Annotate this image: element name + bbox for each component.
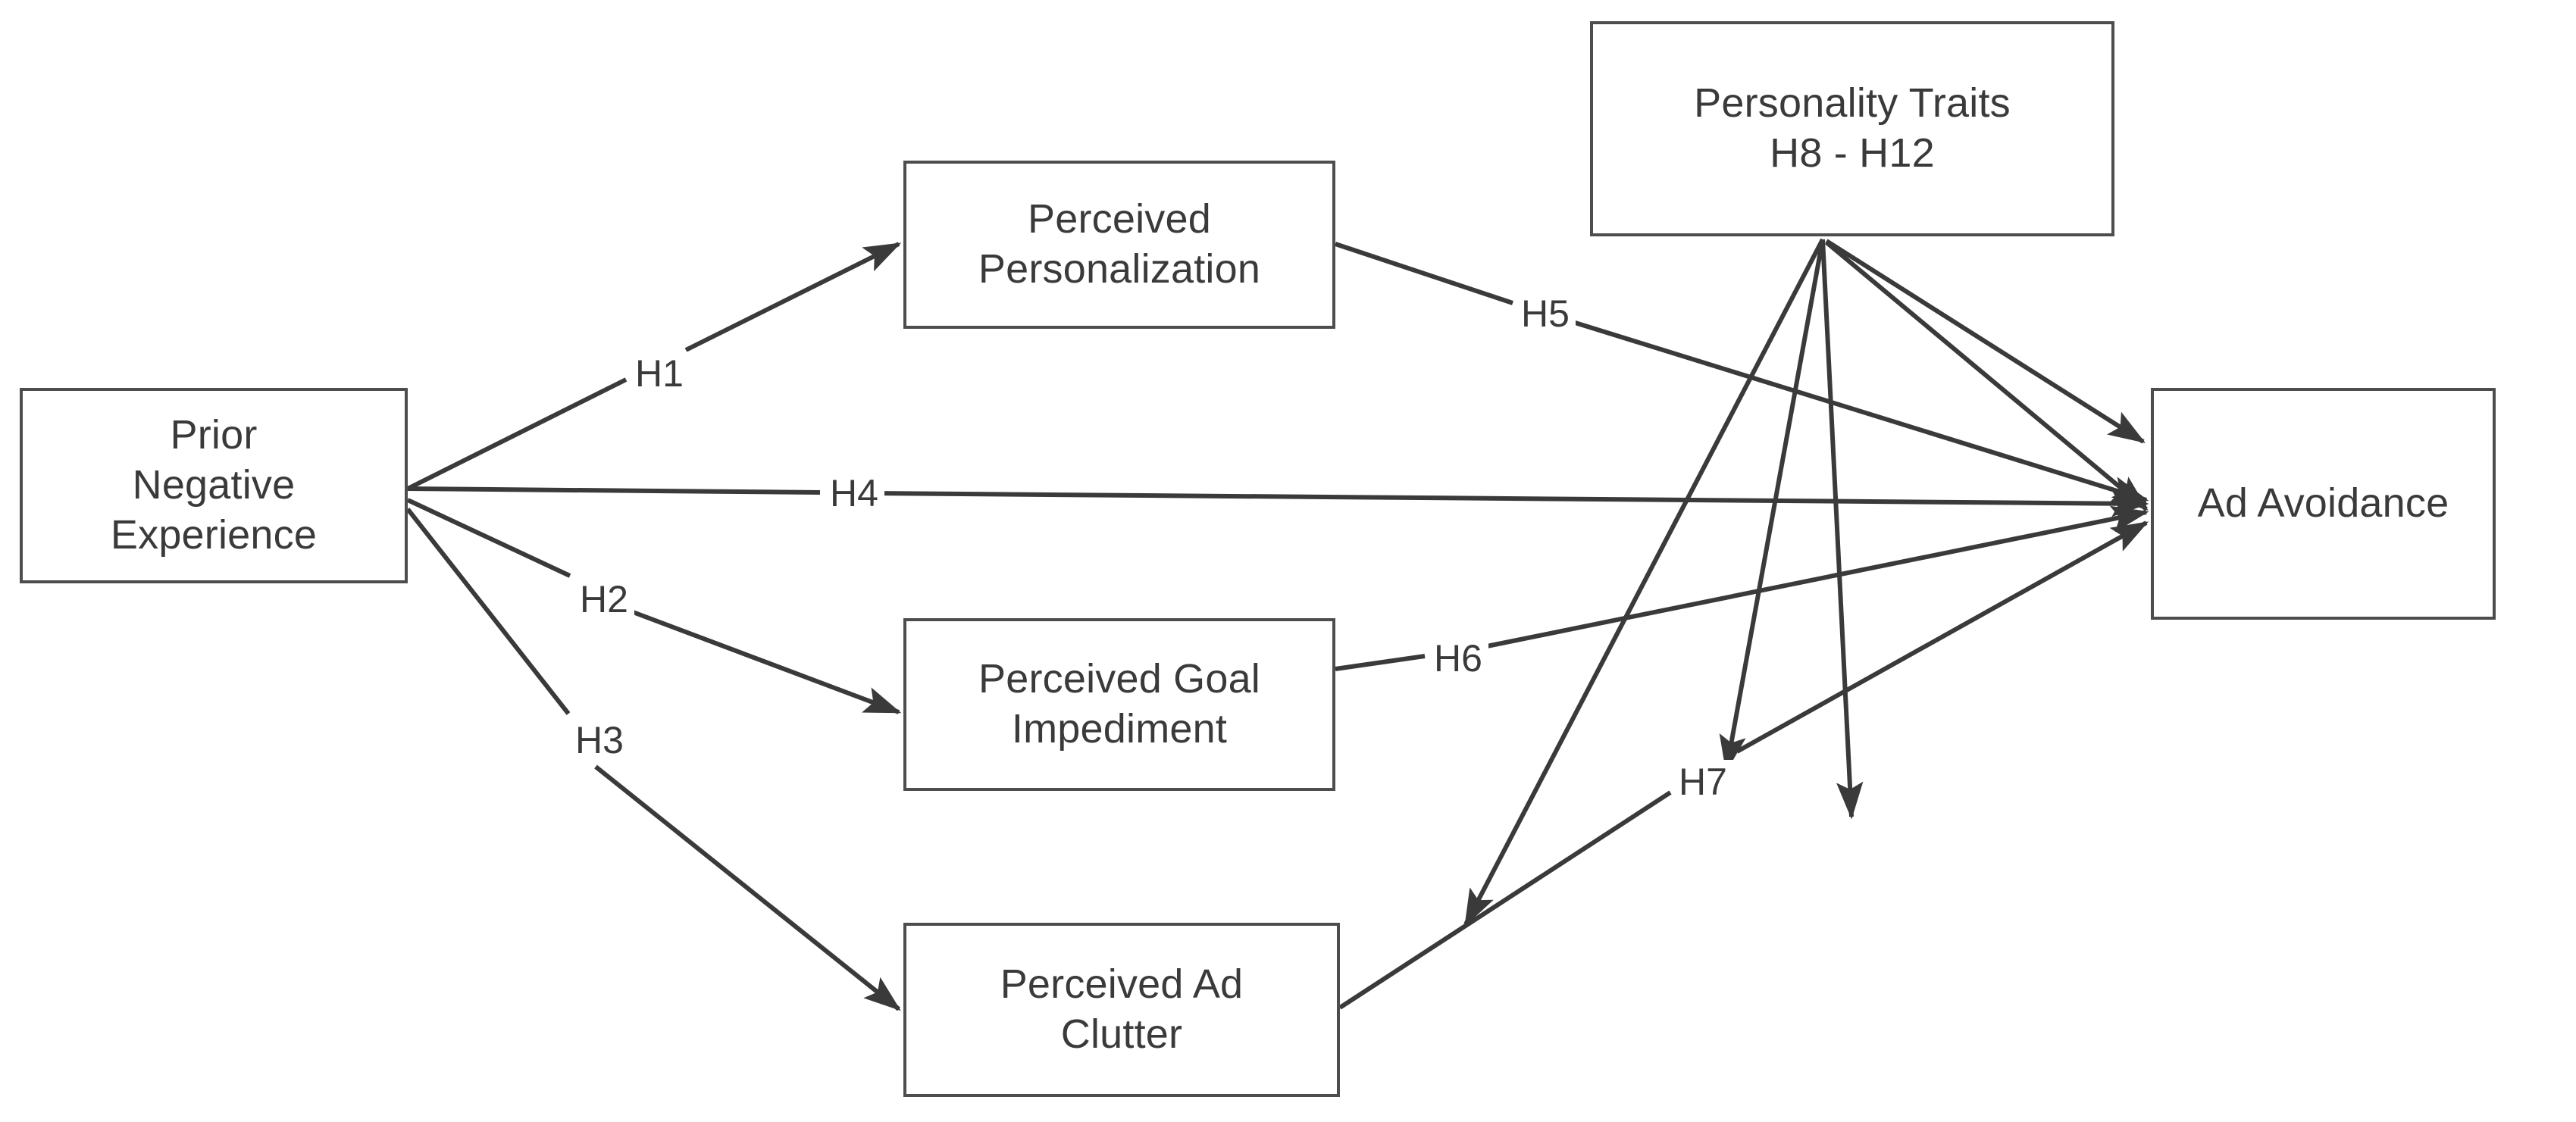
node-ad-avoidance[interactable]: Ad Avoidance: [2151, 388, 2496, 620]
edge-h1: [684, 242, 902, 352]
edge-h2-segment-a: [406, 498, 571, 578]
edge-label-h1: H1: [629, 352, 690, 395]
node-label-personality-traits: Personality Traits H8 - H12: [1694, 80, 2011, 176]
edge-h8-h12-down-branch: [1820, 239, 1864, 820]
edge-h8-h12-to-ad-avoidance-lower: [1825, 240, 2149, 511]
edge-h5: [1570, 319, 2149, 503]
edge-h7: [1736, 520, 2149, 754]
node-label-perceived-ad-clutter: Perceived Ad Clutter: [1000, 961, 1244, 1057]
edge-label-h2: H2: [574, 577, 634, 621]
edge-h4-segment-a: [407, 486, 821, 495]
edge-label-h3: H3: [569, 718, 630, 762]
edge-h5-segment-a: [1335, 242, 1513, 305]
edge-h7-segment-a: [1338, 790, 1672, 1010]
edge-h8-h12-left-branch: [1719, 239, 1825, 773]
edge-h3: [594, 764, 901, 1011]
edge-label-h5: H5: [1515, 292, 1576, 336]
edge-h6-segment-a: [1335, 654, 1426, 671]
node-perceived-ad-clutter[interactable]: Perceived Ad Clutter: [903, 923, 1340, 1097]
node-perceived-goal-impediment[interactable]: Perceived Goal Impediment: [903, 618, 1335, 791]
node-prior-negative-experience[interactable]: Prior Negative Experience: [20, 388, 408, 583]
node-label-perceived-goal-impediment: Perceived Goal Impediment: [978, 656, 1260, 752]
edge-h1-segment-a: [406, 377, 628, 491]
edge-h8-h12-to-ad-clutter: [1463, 238, 1825, 927]
edge-label-h4: H4: [824, 471, 884, 515]
edge-h4: [869, 489, 2149, 517]
edge-h3-segment-a: [405, 508, 571, 715]
node-label-ad-avoidance: Ad Avoidance: [2197, 480, 2449, 527]
node-personality-traits[interactable]: Personality Traits H8 - H12: [1590, 21, 2114, 236]
edge-h2: [628, 608, 902, 714]
edge-label-h6: H6: [1428, 636, 1488, 680]
node-label-prior-negative-experience: Prior Negative Experience: [110, 412, 318, 558]
node-perceived-personalization[interactable]: Perceived Personalization: [903, 161, 1335, 329]
edge-h6: [1486, 505, 2149, 649]
edge-h8-h12-to-ad-avoidance-upper: [1825, 239, 2146, 444]
node-label-perceived-personalization: Perceived Personalization: [978, 196, 1261, 292]
edge-label-h7: H7: [1673, 760, 1733, 804]
